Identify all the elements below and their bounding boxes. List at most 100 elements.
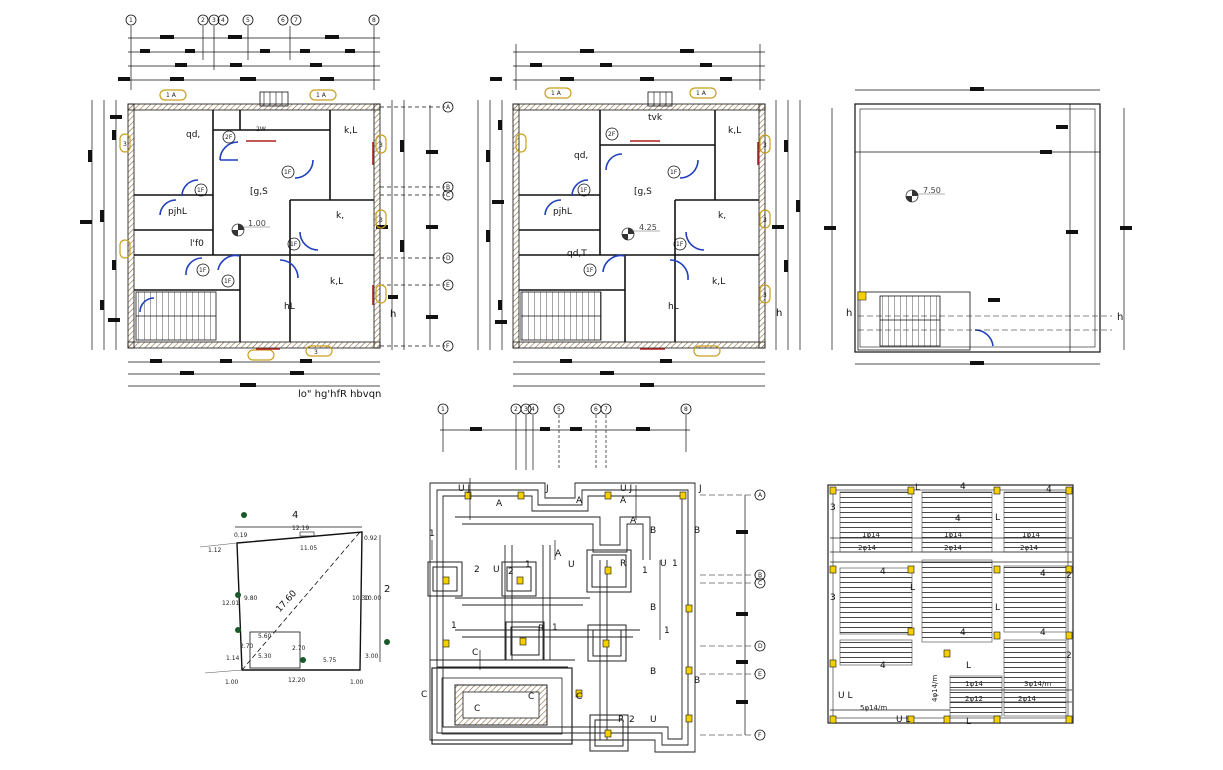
slab-main-bars [830,537,1072,711]
site-diagonal: 17.60 [274,589,299,615]
room-label: qd, [186,130,200,140]
door-tag: 1F [199,267,207,274]
slab-tag: 4 [880,661,886,671]
dimension-lines-bottom-plan2 [513,361,765,387]
rebar-label: 2φ12 [965,695,983,703]
footing-tag: U J [458,484,470,494]
raft-foundation [431,667,573,745]
window-tag: 1 A [551,90,562,97]
dimension-text-blocks-plan1 [118,35,355,81]
slab-tag: 3 [830,503,836,513]
room-label: l'f0 [190,239,204,249]
h-mark: h [390,309,396,320]
slab-tag: 4 [955,514,961,524]
room-label: hL [284,302,295,312]
column-markers [442,491,693,738]
grid-label: B [758,572,762,579]
slab-tag: L [915,483,920,493]
room-label: qd,T [567,249,587,259]
dimension-text-bottom-plan2 [560,359,672,387]
site-value: 3.00 [365,653,379,660]
grid-label: A [446,104,451,111]
grid-label: 2 [201,17,205,24]
site-value: 9.80 [244,595,258,602]
footing-tag: 2 [508,567,514,577]
section-arrows [431,478,661,670]
grid-label: E [446,282,450,289]
site-value: 2.70 [240,643,254,650]
grid-label: 6 [594,406,598,413]
site-plan: 4 2 12.19 11.05 0.92 1.12 0.19 12.01 9.8… [199,510,390,686]
foundation-plan: 1 2 3 4 5 6 7 8 A B C D E F [421,403,766,753]
grid-label: C [758,580,762,587]
footing-tag: R [618,715,624,725]
window-tag: 3 [123,141,127,148]
footing-tag: 2 [474,565,480,575]
window-tag: 1 A [166,92,177,99]
window-tag: 2W [256,126,266,133]
site-value: 1.00 [225,679,239,686]
slab-tag: L [966,661,971,671]
footing-tag: C [528,692,534,702]
rebar-label: 2φ14 [858,544,877,552]
level-value: 1.00 [248,219,266,228]
door-tag: 1F [284,169,292,176]
slab-tag: 4 [880,567,886,577]
door-swing-roof [974,329,994,347]
slab-tag: L [910,583,915,593]
rebar-label: 2φ14 [1018,695,1037,703]
footing-tag: U [493,565,500,575]
grid-label: 1 [441,406,445,413]
door-tag: 2F [608,131,616,138]
red-accents-plan2 [630,140,759,350]
footing-tag: 1 [525,560,531,570]
floor-plan-first: 1 A 1 A 3 3 3 tvk qd, [g,S k,L k, pjhL q… [477,44,801,387]
footing-tag: 1 [672,559,678,569]
slab-tag: 2 [1066,651,1072,661]
grid-label: D [758,643,763,650]
footing-tag: A [576,496,583,506]
slab-tag: U L [896,715,910,725]
room-label: [g,S [634,187,652,197]
grid-label: 5 [557,406,561,413]
grid-label: 7 [294,17,298,24]
door-tag: 1F [676,241,684,248]
room-label: k, [718,211,726,221]
slab-panels [839,491,1067,717]
slab-tag: L [995,603,1000,613]
door-tag: 1F [586,267,594,274]
level-value: 4.25 [639,223,657,232]
footing-tag: U [568,560,575,570]
dimension-text-roof [824,87,1132,365]
dimension-lines-bottom-plan1 [128,361,380,387]
dimension-lines-top-plan2 [513,44,765,90]
footing-tag: B [650,603,656,613]
rebar-label: 3φ14/m [1024,680,1051,688]
dimension-text-left-plan1 [80,115,122,322]
grid-label: 2 [514,406,518,413]
footing-tag: 1 [429,529,435,539]
grid-label: B [446,184,450,191]
footing-tag: J [698,484,702,494]
slab-tag: 4 [1040,569,1046,579]
foundation-grid-dims [440,415,690,470]
footing-tag: U [650,715,657,725]
room-label: pjhL [168,207,187,217]
plan-caption: lo" hg'hfR hbvqn [298,389,381,400]
door-tag: 1F [580,187,588,194]
footing-tag: B [650,526,656,536]
footing-tag: U J [620,484,632,494]
footing-tag: 1 [664,626,670,636]
grid-label: A [758,492,763,499]
window-tag: 3 [379,142,383,149]
grid-label: 7 [604,406,608,413]
footing-tag: 1 [552,623,558,633]
door-tag-circles-plan2 [577,127,687,277]
grid-label: 6 [281,17,285,24]
dimension-text-bottom-plan1 [150,359,312,387]
window-tags-plan2 [515,87,771,357]
footing-tag: 1 [451,621,457,631]
footing-tag: C [472,648,478,658]
room-label: k,L [330,277,343,287]
grid-label: 5 [246,17,250,24]
